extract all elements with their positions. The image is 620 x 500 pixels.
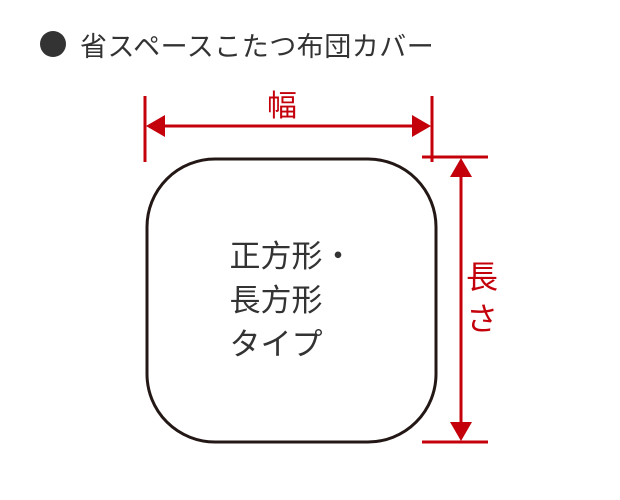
shape-label-line-2: 長方形 [229,282,323,319]
width-dimension [143,96,434,162]
shape-label-line-3: タイプ [229,326,323,363]
page-title: 省スペースこたつ布団カバー [40,24,434,64]
width-label: 幅 [267,89,297,124]
arrow-right-icon [412,115,431,137]
shape-label-line-1: 正方形・ [229,238,354,275]
futon-cover-outline [145,157,438,444]
shape-label: 正方形・ 長方形 タイプ [146,158,437,443]
bullet-icon [40,31,66,57]
arrow-down-icon [450,422,472,441]
length-label-1: 長 [466,258,498,296]
length-label-2: さ [466,300,498,338]
length-dimension [422,155,488,444]
arrow-left-icon [146,115,165,137]
arrow-up-icon [450,158,472,177]
title-text: 省スペースこたつ布団カバー [80,31,435,63]
